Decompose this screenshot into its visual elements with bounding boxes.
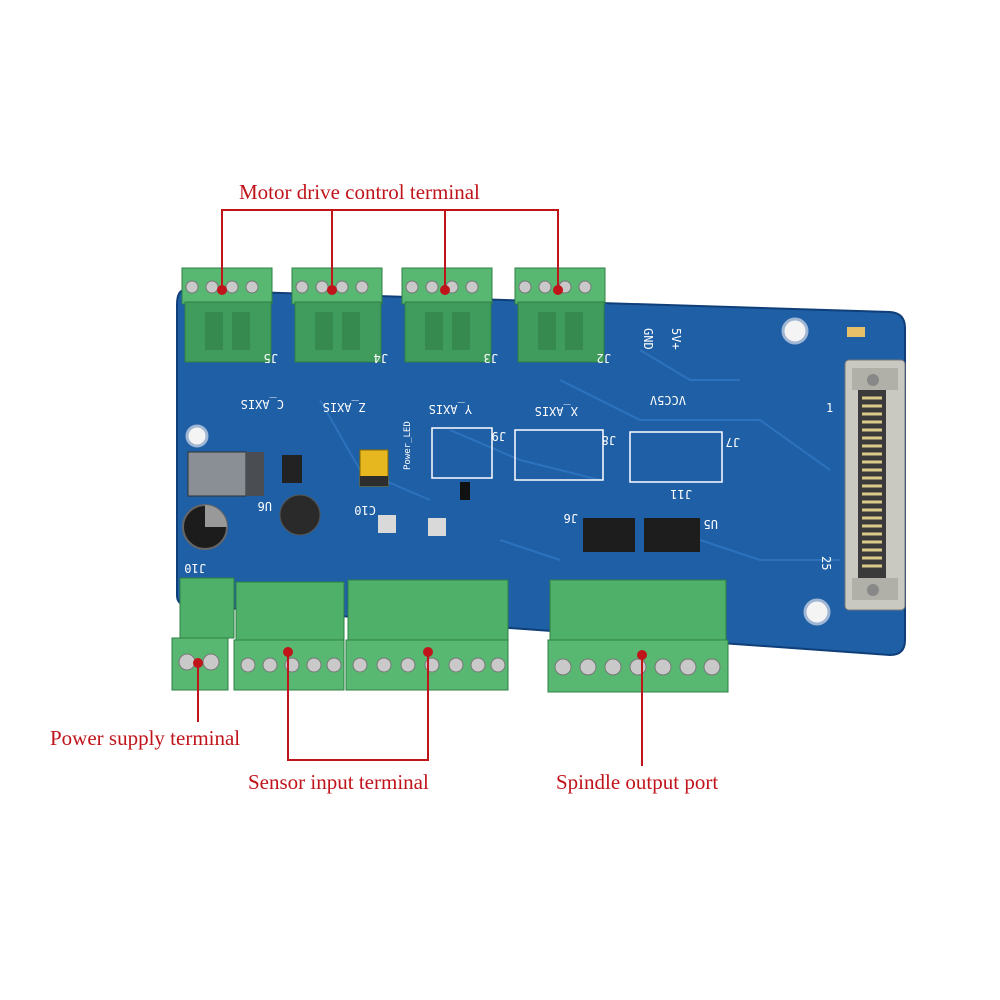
driver-ic-2 xyxy=(644,518,700,552)
power-led xyxy=(460,482,470,500)
silk-vcc5v: VCC5V xyxy=(650,393,686,407)
pcb-board xyxy=(176,288,906,657)
motor-terminal-j4 xyxy=(291,267,383,363)
silk-j6: J6 xyxy=(564,511,578,525)
smd-pad-1 xyxy=(378,515,396,533)
silk-j5: J5 xyxy=(264,351,278,365)
mounting-hole-top-right xyxy=(781,317,809,345)
motor-terminal-j5 xyxy=(181,267,273,363)
silk-u6: U6 xyxy=(258,499,272,513)
silk-j8: J8 xyxy=(602,433,616,447)
power-supply-callout: Power supply terminal xyxy=(50,726,241,750)
driver-ic-1 xyxy=(583,518,635,552)
silk-c-axis: C_AXIS xyxy=(241,397,284,411)
mounting-hole-left xyxy=(185,424,209,448)
silk-j9: J9 xyxy=(492,429,506,443)
spindle-terminal-j7 xyxy=(547,579,729,693)
smd-led-top-right xyxy=(847,327,865,337)
silk-pin-1: 1 xyxy=(826,401,833,415)
silk-c10: C10 xyxy=(354,503,376,517)
db25-pins xyxy=(862,396,882,568)
power-inductor xyxy=(279,494,321,536)
spindle-output-callout: Spindle output port xyxy=(556,770,719,794)
voltage-regulator xyxy=(187,451,247,497)
mounting-hole-bottom-right xyxy=(803,598,831,626)
silk-j11: J11 xyxy=(670,487,692,501)
silk-j4: J4 xyxy=(374,351,388,365)
silk-power-led: Power_LED xyxy=(403,421,413,470)
smd-pad-2 xyxy=(428,518,446,536)
motor-terminal-j2 xyxy=(514,267,606,363)
smd-diode xyxy=(282,455,302,483)
silk-j3: J3 xyxy=(484,351,498,365)
callout-leader-lines xyxy=(197,209,643,766)
silk-x-axis: X_AXIS xyxy=(535,404,578,418)
motor-terminal-j3 xyxy=(401,267,493,363)
silk-j10: J10 xyxy=(184,561,206,575)
silk-u5: U5 xyxy=(704,517,718,531)
power-supply-terminal-j10 xyxy=(171,577,235,691)
heatsink-tab xyxy=(246,452,264,496)
sensor-input-callout: Sensor input terminal xyxy=(248,770,429,794)
callout-dots xyxy=(193,285,647,668)
silk-label-boxes xyxy=(431,427,723,483)
silk-5v: 5V+ xyxy=(669,328,683,350)
motor-drive-callout: Motor drive control terminal xyxy=(239,180,480,204)
silk-pin-25: 25 xyxy=(819,556,833,570)
silk-y-axis: Y_AXIS xyxy=(429,402,472,416)
silk-z-axis: Z_AXIS xyxy=(323,400,366,414)
silk-j7: J7 xyxy=(726,435,740,449)
silk-j2: J2 xyxy=(597,351,611,365)
silk-gnd: GND xyxy=(641,328,655,350)
